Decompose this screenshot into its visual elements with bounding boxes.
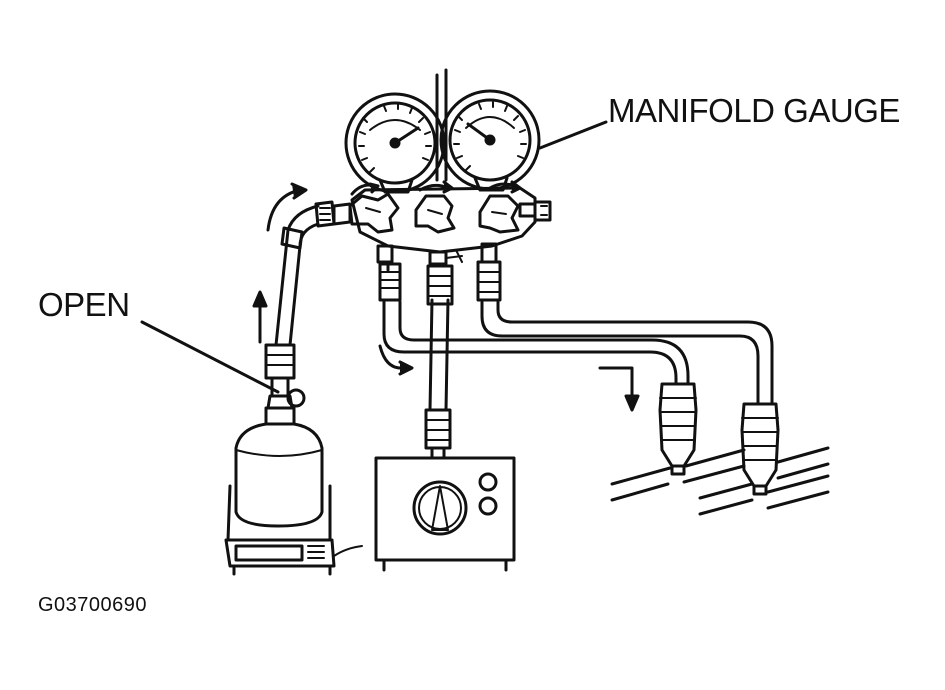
vacuum-pump-button-bottom <box>480 498 496 514</box>
vacuum-pump-body <box>376 458 514 560</box>
manifold-leader-line <box>540 122 606 148</box>
ac-service-lines <box>612 448 828 500</box>
low-side-valve-knob <box>350 194 398 232</box>
weighing-scale <box>228 486 330 540</box>
center-valve-knob <box>416 196 454 232</box>
vacuum-pump-dial <box>414 482 466 534</box>
refrigerant-bottle <box>236 424 322 526</box>
bottle-valve <box>272 378 288 396</box>
open-leader-line <box>142 322 278 392</box>
manifold-gauge-callout: MANIFOLD GAUGE <box>608 92 900 129</box>
open-callout: OPEN <box>38 286 130 323</box>
charging-hoses <box>276 206 772 410</box>
center-hose <box>430 300 448 410</box>
high-pressure-gauge <box>441 91 539 190</box>
figure-id: G03700690 <box>38 594 148 616</box>
hose-fittings <box>266 262 500 458</box>
refrigerant-bottle-on-scale <box>226 378 362 574</box>
high-side-hose <box>482 302 758 404</box>
high-side-valve-knob <box>480 196 518 232</box>
vacuum-pump <box>376 458 514 570</box>
manifold-block <box>352 188 535 252</box>
manifold-gauge-set <box>316 70 550 270</box>
low-pressure-gauge <box>346 94 444 192</box>
service-couplers <box>612 384 828 514</box>
flow-arrows <box>254 184 638 410</box>
low-side-hose <box>384 302 676 384</box>
vacuum-pump-button-top <box>480 474 496 490</box>
flow-arrow-down <box>600 368 632 400</box>
